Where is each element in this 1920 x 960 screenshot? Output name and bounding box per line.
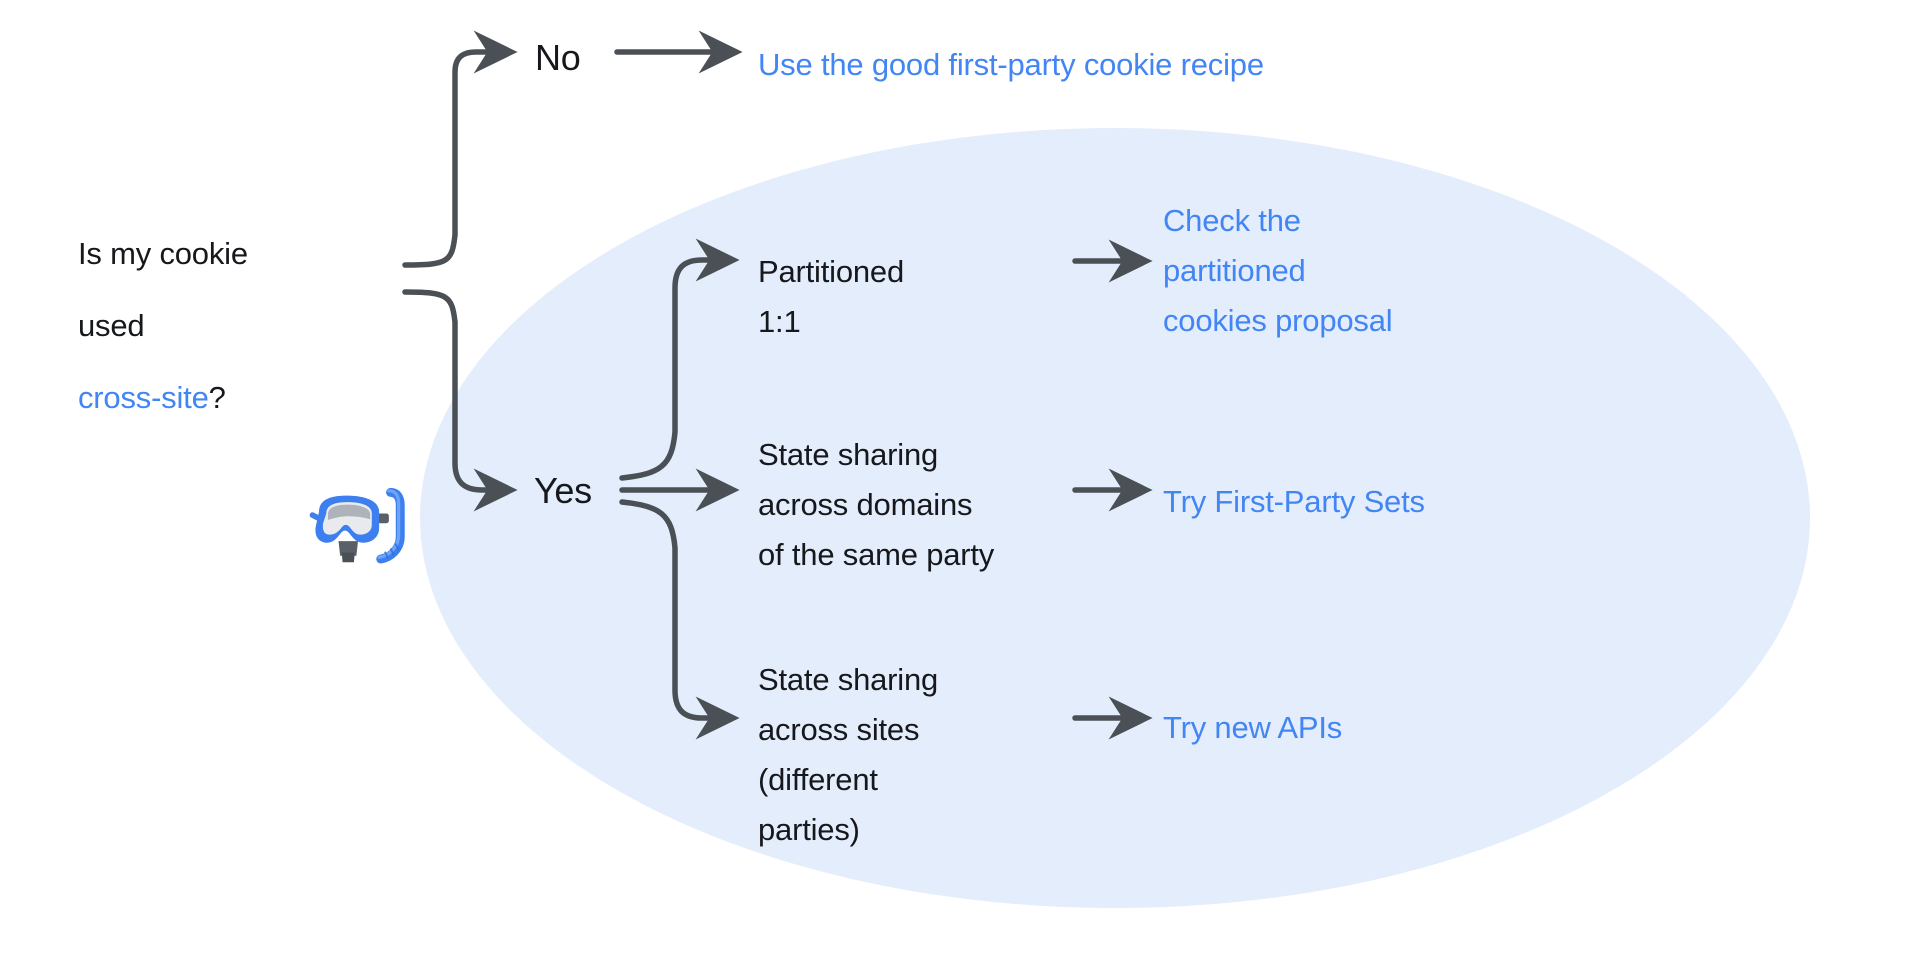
condition-state-sharing-sites: State sharing across sites (different pa… <box>758 662 939 847</box>
outcome-first-party-recipe[interactable]: Use the good first-party cookie recipe <box>758 47 1264 82</box>
question-highlight-link[interactable]: cross-site <box>78 380 209 415</box>
question-line-2: used <box>78 308 145 343</box>
cross-site-scope-ellipse <box>420 128 1810 908</box>
question-line-1: Is my cookie <box>78 236 248 271</box>
decision-label-no: No <box>535 37 581 78</box>
diving-mask-icon <box>309 487 405 564</box>
edge-question-to-no <box>402 30 518 268</box>
condition-partitioned: Partitioned 1:1 <box>758 254 905 339</box>
outcome-partitioned-cookies-proposal[interactable]: Check the partitioned cookies proposal <box>1163 203 1393 338</box>
decision-label-yes: Yes <box>534 470 592 511</box>
question-suffix: ? <box>208 380 226 415</box>
condition-state-sharing-domains: State sharing across domains of the same… <box>758 437 995 572</box>
question-text: Is my cookie used cross-site? <box>78 200 358 416</box>
outcome-try-new-apis[interactable]: Try new APIs <box>1163 710 1343 745</box>
outcome-first-party-sets[interactable]: Try First-Party Sets <box>1163 484 1425 519</box>
